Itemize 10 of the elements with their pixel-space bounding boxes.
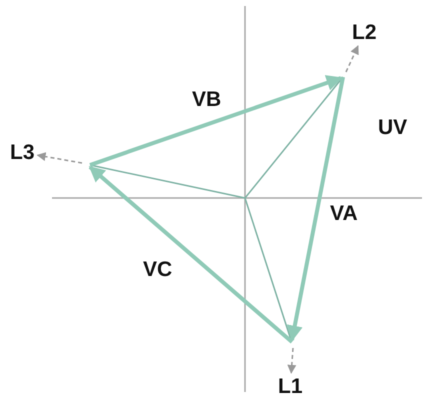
dashed-arrow xyxy=(36,152,82,164)
vector-label: VB xyxy=(192,89,222,110)
dashed-arrow xyxy=(287,348,296,374)
phase-label: L3 xyxy=(10,142,35,163)
vector-label: VA xyxy=(330,203,358,224)
vector-label: UV xyxy=(378,117,408,138)
phase-label: L2 xyxy=(352,22,377,43)
phase-label: L1 xyxy=(278,376,303,397)
dashed-arrow xyxy=(345,45,359,72)
vector-label: VC xyxy=(143,259,172,280)
